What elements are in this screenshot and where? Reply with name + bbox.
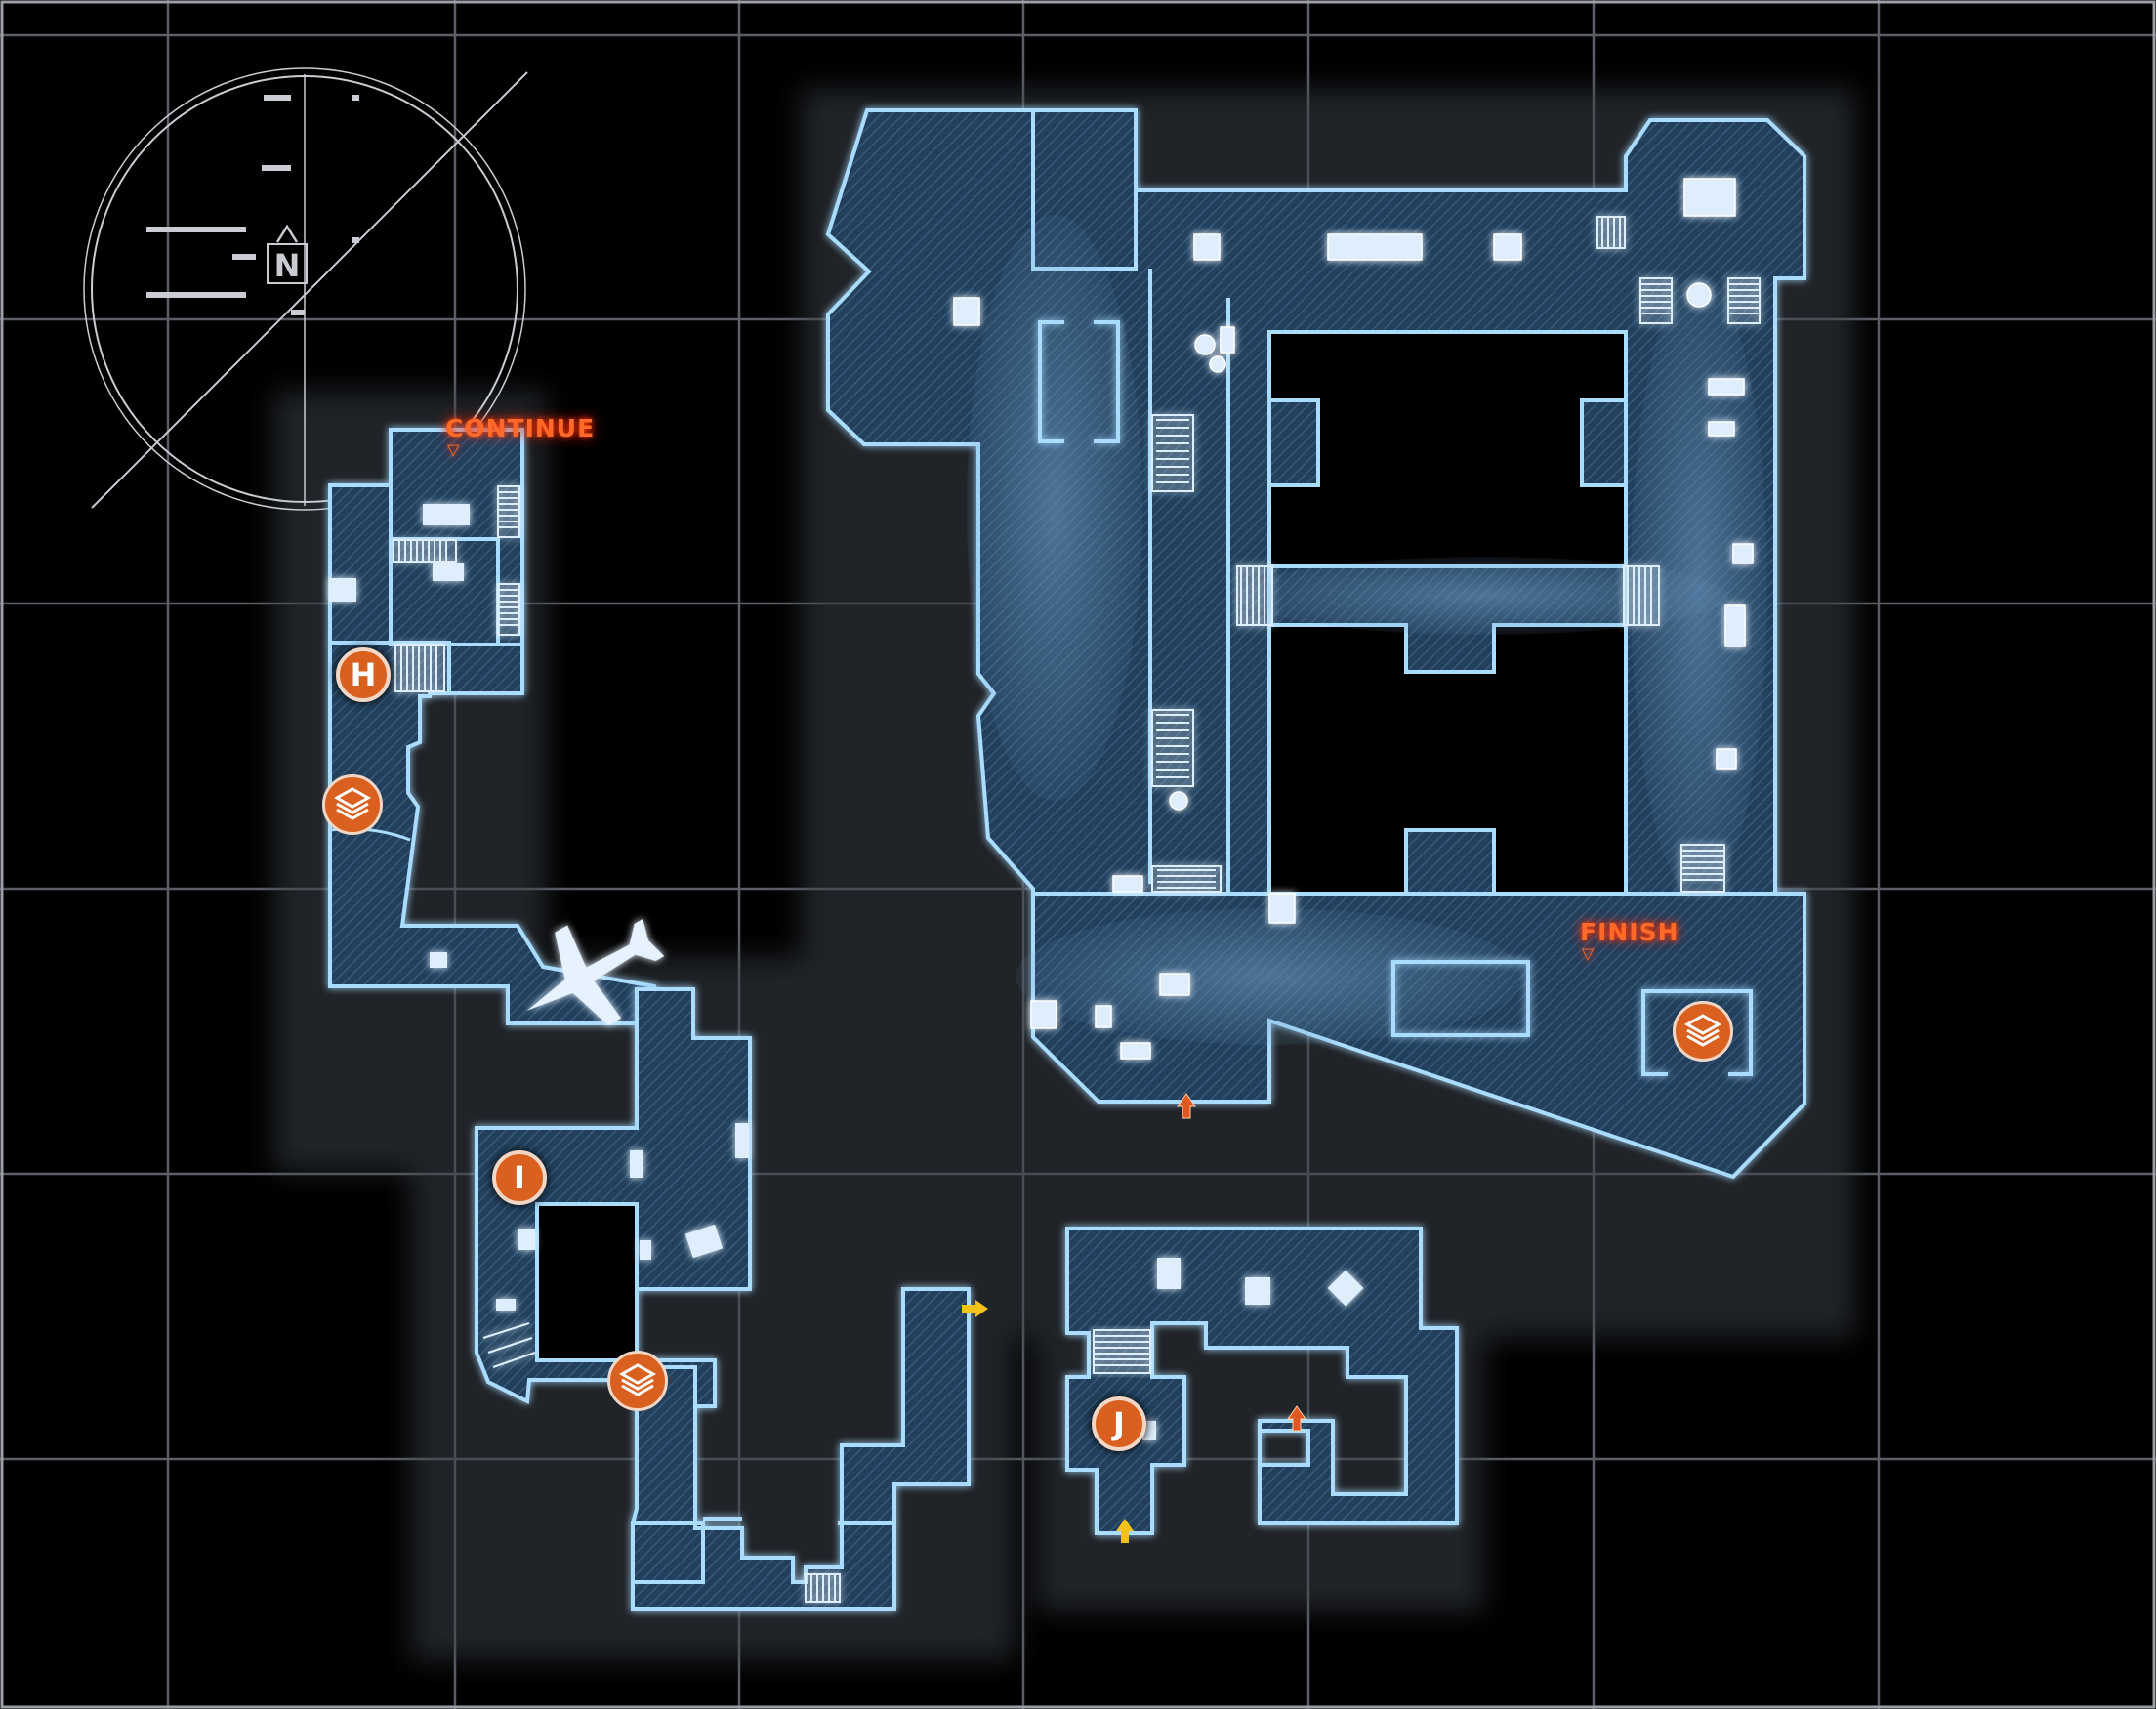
main-props: [953, 178, 1754, 1060]
continue-pointer-icon: ▽: [447, 440, 461, 459]
compass: [83, 67, 528, 511]
direction-arrows: [962, 1093, 1306, 1543]
marker-j-letter: J: [1113, 1405, 1125, 1442]
southwest-props: [496, 1123, 749, 1311]
arrow-right-icon: [962, 1300, 988, 1317]
arrow-up-icon: [1287, 1405, 1306, 1432]
marker-h[interactable]: H: [336, 647, 391, 702]
west-props: [329, 504, 470, 968]
continue-text: CONTINUE: [445, 414, 596, 442]
south-building: [1065, 1227, 1459, 1535]
south-stairs: [1093, 1329, 1151, 1374]
finish-text: FINISH: [1580, 918, 1679, 946]
objective-stack-icon[interactable]: [1673, 1001, 1733, 1062]
compass-north-letter: N: [274, 247, 301, 284]
objective-stack-icon[interactable]: [322, 774, 383, 835]
main-stairs: [1151, 216, 1761, 893]
objective-stack-icon[interactable]: [607, 1351, 668, 1411]
southwest-stairs: [482, 1322, 841, 1603]
continue-label: CONTINUE ▽: [445, 414, 595, 458]
finish-pointer-icon: ▽: [1582, 944, 1596, 963]
arrow-up-icon: [1116, 1519, 1134, 1543]
main-outlines: [1038, 320, 1753, 1076]
southwest-building: [475, 987, 971, 1611]
marker-h-letter: H: [350, 656, 377, 693]
finish-label: FINISH ▽: [1580, 918, 1679, 962]
marker-j[interactable]: J: [1092, 1396, 1146, 1451]
marker-i[interactable]: I: [492, 1150, 547, 1205]
west-stairs: [393, 485, 520, 692]
arrow-up-icon: [1177, 1093, 1196, 1119]
marker-i-letter: I: [514, 1159, 525, 1196]
airplane-icon: [526, 918, 665, 1026]
